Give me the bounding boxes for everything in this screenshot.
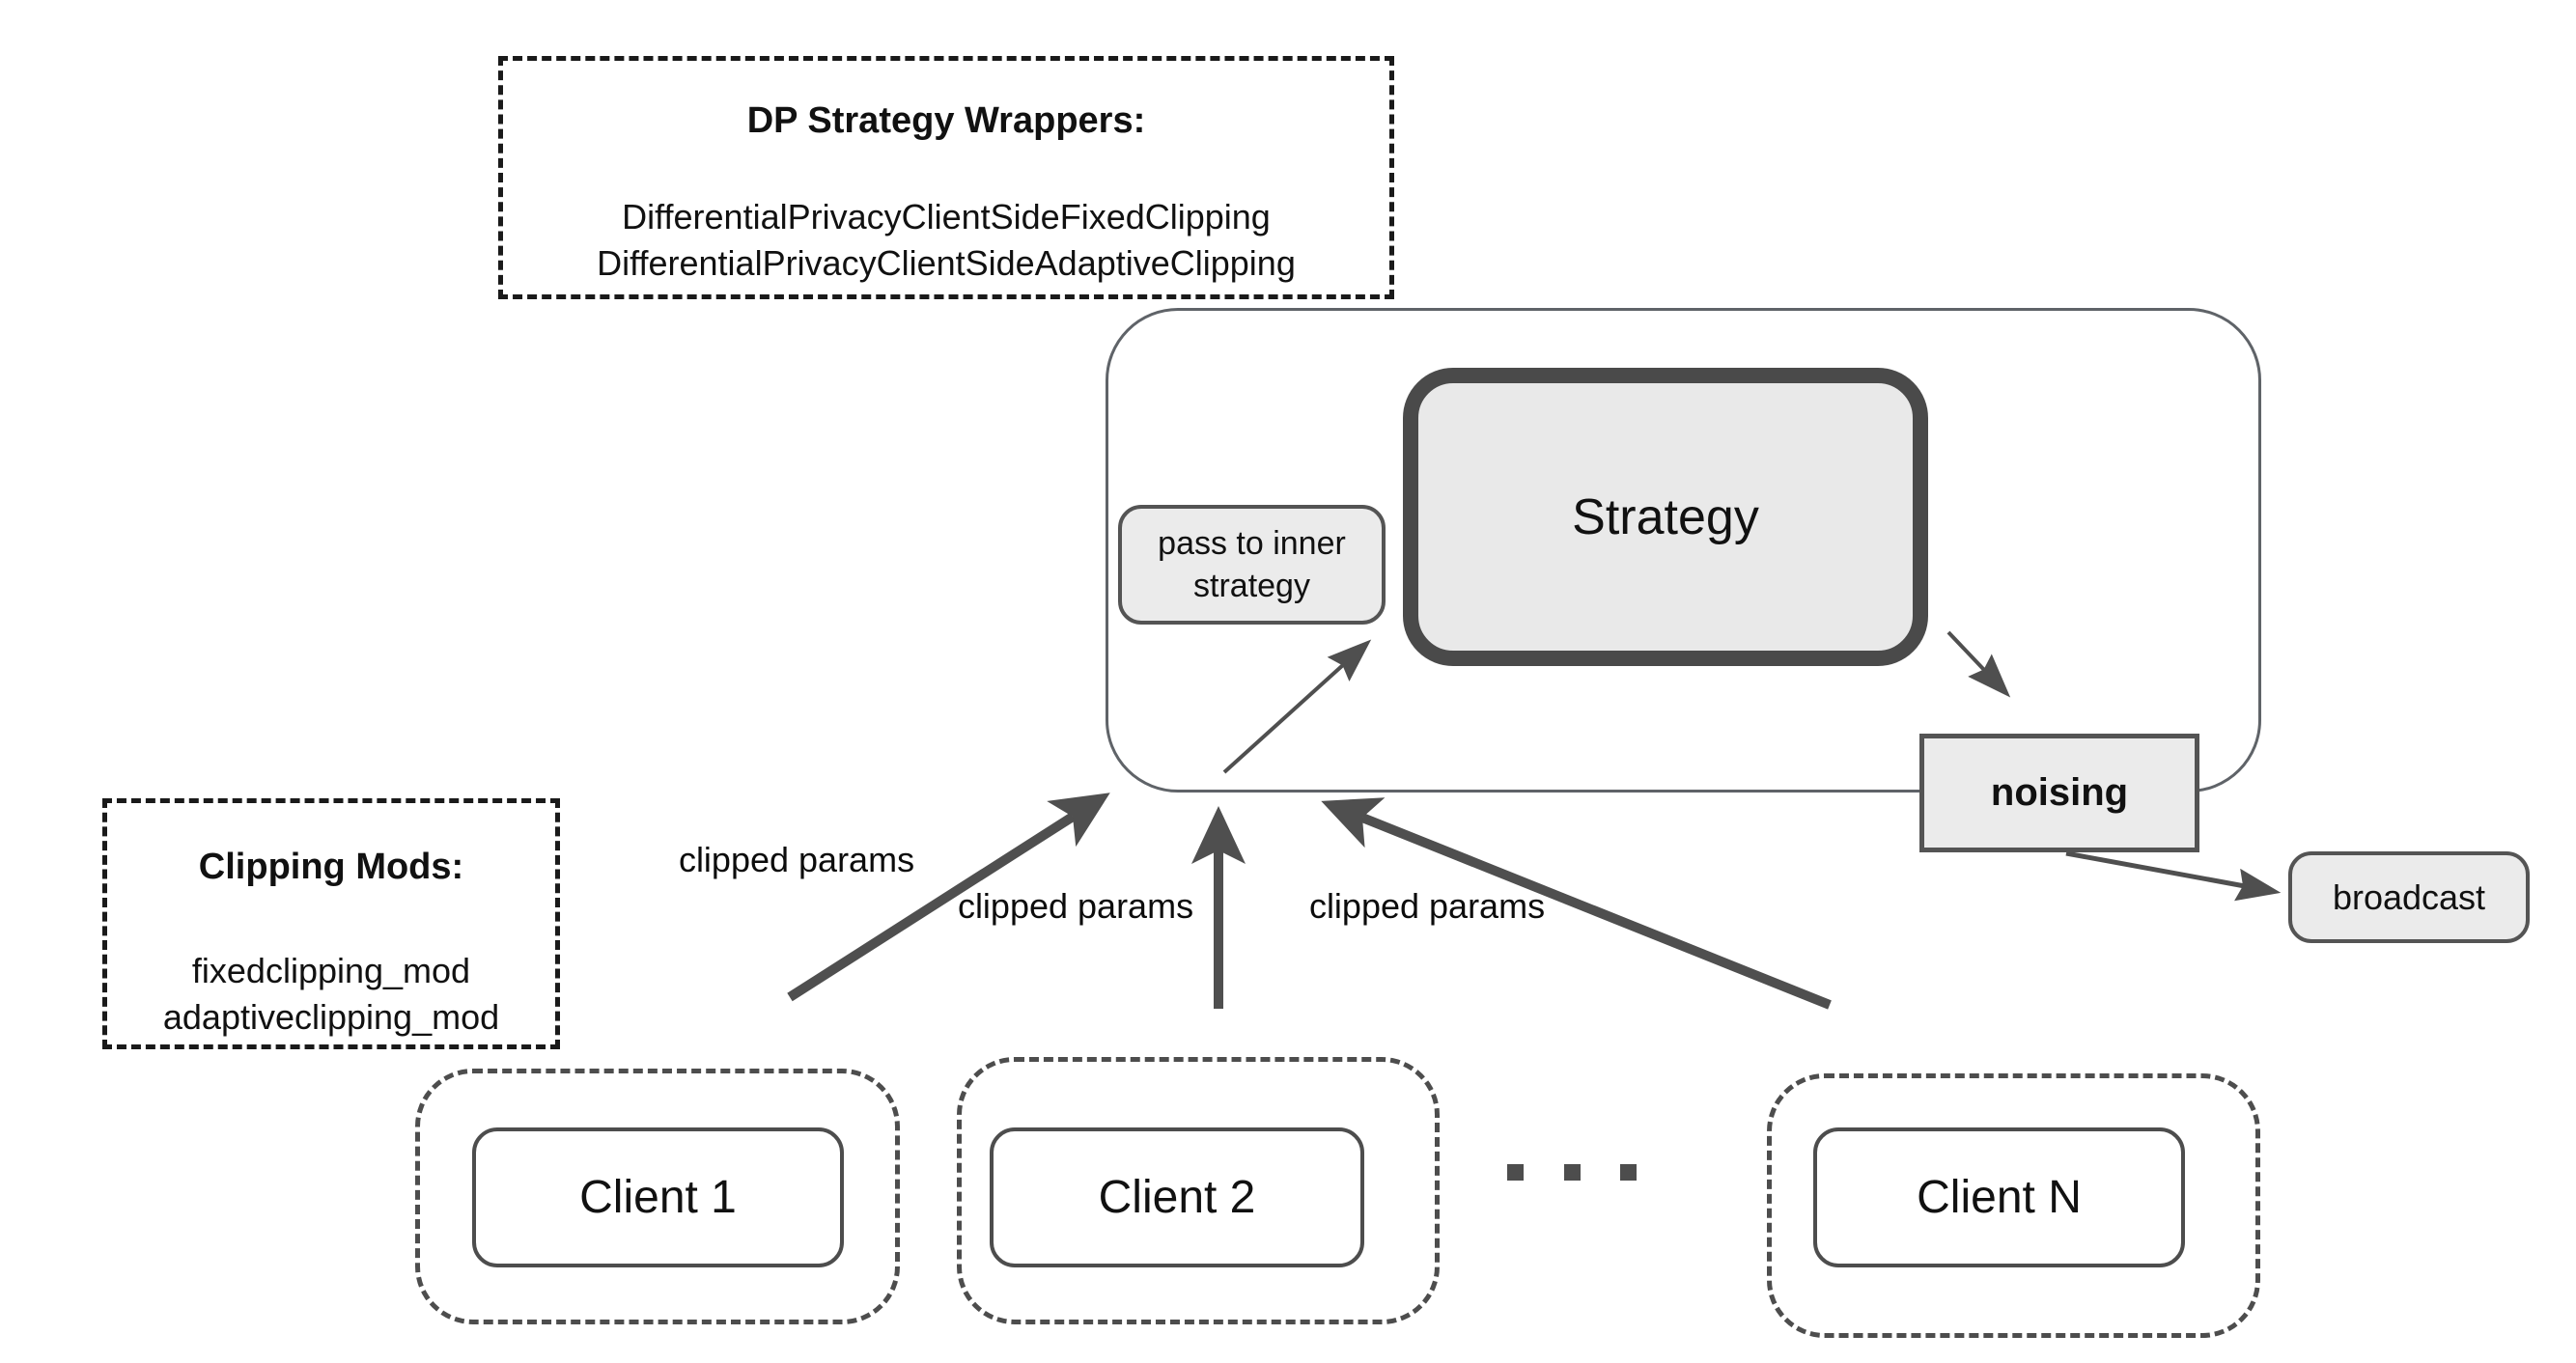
dp-strategy-wrappers-title: DP Strategy Wrappers: <box>746 100 1146 141</box>
dp-strategy-wrappers-box: DP Strategy Wrappers: DifferentialPrivac… <box>498 56 1394 299</box>
ellipsis-dot <box>1507 1164 1524 1181</box>
client-1-label: Client 1 <box>579 1172 737 1223</box>
broadcast-label: broadcast <box>2332 876 2486 917</box>
client-n-group <box>1767 1073 2260 1338</box>
noising-label: noising <box>1990 771 2129 814</box>
pass-to-inner-strategy-box: pass to inner strategy <box>1118 505 1386 625</box>
arrow-strategy-to-noising <box>1946 630 2011 698</box>
client-2-group <box>957 1057 1440 1324</box>
client-2-box: Client 2 <box>990 1127 1364 1267</box>
arrow-to-pass-to-inner <box>1222 639 1372 774</box>
client-1-group <box>415 1069 900 1324</box>
clipping-mods-title: Clipping Mods: <box>198 847 464 887</box>
strategy-box: Strategy <box>1403 368 1928 666</box>
dp-wrapper-item: DifferentialPrivacyClientSideAdaptiveCli… <box>597 243 1296 283</box>
clipping-mod-item: fixedclipping_mod <box>191 951 471 990</box>
noising-box: noising <box>1919 734 2199 852</box>
pass-to-inner-strategy-label: pass to inner strategy <box>1158 525 1346 604</box>
clipping-mods-box: Clipping Mods: fixedclipping_mod adaptiv… <box>102 798 560 1049</box>
arrow-noising-to-broadcast <box>2065 850 2282 902</box>
clipped-params-label: clipped params <box>957 886 1194 926</box>
server-strategy-container <box>1106 308 2261 793</box>
client-1-box: Client 1 <box>472 1127 844 1267</box>
dp-wrapper-item: DifferentialPrivacyClientSideFixedClippi… <box>622 197 1271 236</box>
arrow-clientN-to-server <box>1321 797 1832 1010</box>
client-n-label: Client N <box>1917 1172 2082 1223</box>
broadcast-box: broadcast <box>2288 851 2530 943</box>
strategy-label: Strategy <box>1572 488 1759 545</box>
clipping-mod-item: adaptiveclipping_mod <box>162 997 500 1037</box>
client-n-box: Client N <box>1813 1127 2185 1267</box>
clipped-params-label: clipped params <box>678 840 915 879</box>
ellipsis-dot <box>1564 1164 1581 1181</box>
ellipsis-dot <box>1620 1164 1637 1181</box>
arrow-client1-to-server <box>787 793 1110 1002</box>
clipped-params-label: clipped params <box>1308 886 1546 926</box>
client-2-label: Client 2 <box>1098 1172 1256 1223</box>
